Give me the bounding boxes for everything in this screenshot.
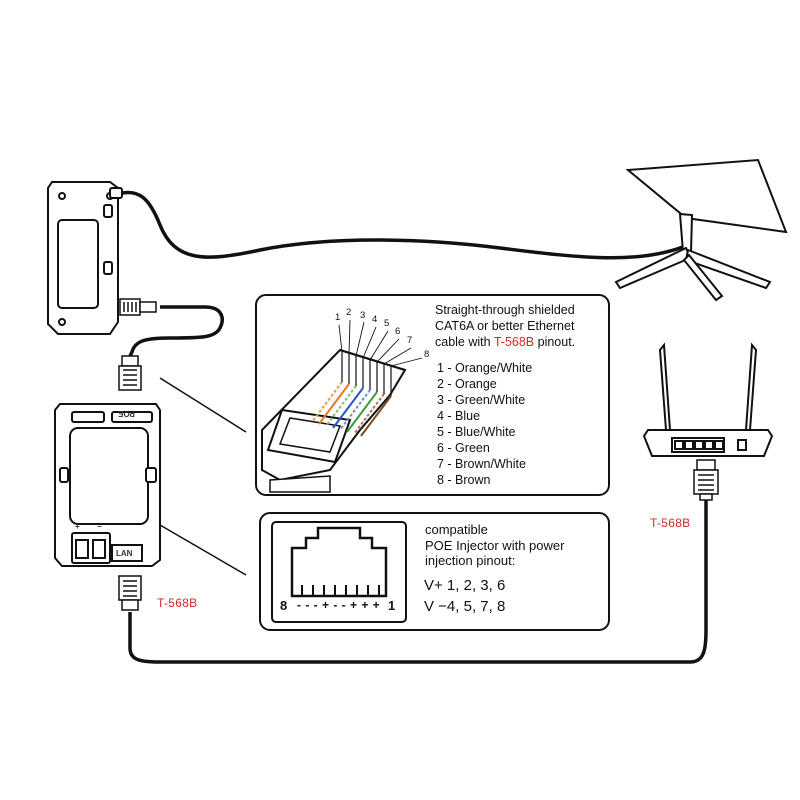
cable-desc-highlight: T-568B xyxy=(493,335,535,349)
pin-item-1: 1 - Orange/White xyxy=(437,361,533,375)
t568b-label-left: T-568B xyxy=(157,596,198,610)
wire-3 xyxy=(325,385,357,427)
pin-leader-1 xyxy=(338,324,343,353)
pin-item-4: 4 - Blue xyxy=(437,409,481,423)
dish-icon xyxy=(614,158,788,302)
poe-box-label: POE xyxy=(118,409,135,418)
pointer-line-cable xyxy=(159,377,247,433)
rj45-port-icon xyxy=(290,526,388,598)
connector-pin-num-5: 5 xyxy=(384,318,390,329)
wire-7 xyxy=(353,393,385,435)
cable-desc-line2: CAT6A or better Ethernet xyxy=(435,319,575,333)
connector-pin-num-7: 7 xyxy=(407,335,413,346)
pin-leader-7 xyxy=(383,347,412,365)
pin-item-8: 8 - Brown xyxy=(437,473,491,487)
rj45-port-pins xyxy=(301,585,380,596)
poe-input-plug-icon xyxy=(118,355,142,391)
wire-5 xyxy=(339,389,371,431)
terminal-minus-label: − xyxy=(97,522,102,531)
connector-pin-num-2: 2 xyxy=(346,307,352,318)
poe-desc-line2: POE Injector with power xyxy=(425,537,565,553)
cable-desc-line3: cable with T-568B pinout. xyxy=(435,334,575,350)
wire-4 xyxy=(332,387,364,429)
pin-leader-5 xyxy=(369,330,389,361)
cable-description: Straight-through shielded CAT6A or bette… xyxy=(435,302,575,350)
dish-cable xyxy=(117,190,689,260)
port-pin-8-label: 8 xyxy=(280,598,288,613)
poe-desc-line1: compatible xyxy=(425,522,488,537)
pin-leader-2 xyxy=(348,319,351,355)
port-polarity: - - - + - - + + + xyxy=(297,598,381,612)
lan-router-cable xyxy=(128,500,708,664)
cable-desc-line1: Straight-through shielded xyxy=(435,303,575,317)
wifi-router-plug-icon xyxy=(693,459,719,501)
pin-leader-4 xyxy=(362,326,377,359)
top-router-plug-icon xyxy=(119,298,157,316)
pin-color-list: 1 - Orange/White 2 - Orange 3 - Green/Wh… xyxy=(437,360,532,488)
terminal-plus-label: + xyxy=(75,522,80,531)
cable-desc-suffix: pinout. xyxy=(534,335,576,349)
pin-item-7: 7 - Brown/White xyxy=(437,457,526,471)
pointer-line-poe xyxy=(159,524,247,576)
connector-pin-num-6: 6 xyxy=(395,326,401,337)
t568b-label-right: T-568B xyxy=(650,516,691,530)
wifi-router-icon xyxy=(642,342,774,457)
poe-description: compatible POE Injector with power injec… xyxy=(425,522,564,569)
poe-injector-device xyxy=(54,403,161,567)
pin-leader-3 xyxy=(355,321,365,357)
top-router-device xyxy=(47,181,123,335)
poe-desc-line3: injection pinout: xyxy=(425,553,516,568)
lan-port-label: LAN xyxy=(116,549,133,558)
pin-item-5: 5 - Blue/White xyxy=(437,425,516,439)
connector-pin-num-3: 3 xyxy=(360,310,366,321)
port-pin-1-label: 1 xyxy=(388,598,396,613)
wire-2 xyxy=(318,383,350,425)
rj45-connector-icon xyxy=(261,319,423,493)
connector-pin-num-4: 4 xyxy=(372,314,378,325)
connector-wires xyxy=(311,319,423,437)
cable-desc-prefix: cable with xyxy=(435,335,494,349)
wire-8 xyxy=(360,395,392,437)
connector-pin-num-1: 1 xyxy=(335,312,341,323)
wire-1 xyxy=(311,381,343,423)
vplus-pins: V+ 1, 2, 3, 6 xyxy=(424,577,506,594)
connector-pin-num-8: 8 xyxy=(424,349,430,360)
router-poe-cable xyxy=(128,305,224,357)
pin-leader-8 xyxy=(390,357,423,367)
pin-item-2: 2 - Orange xyxy=(437,377,497,391)
pin-item-6: 6 - Green xyxy=(437,441,490,455)
vminus-pins: V −4, 5, 7, 8 xyxy=(424,598,506,615)
pin-item-3: 3 - Green/White xyxy=(437,393,526,407)
wire-6 xyxy=(346,391,378,433)
pin-leader-6 xyxy=(376,338,400,363)
poe-lan-plug-icon xyxy=(118,575,142,611)
